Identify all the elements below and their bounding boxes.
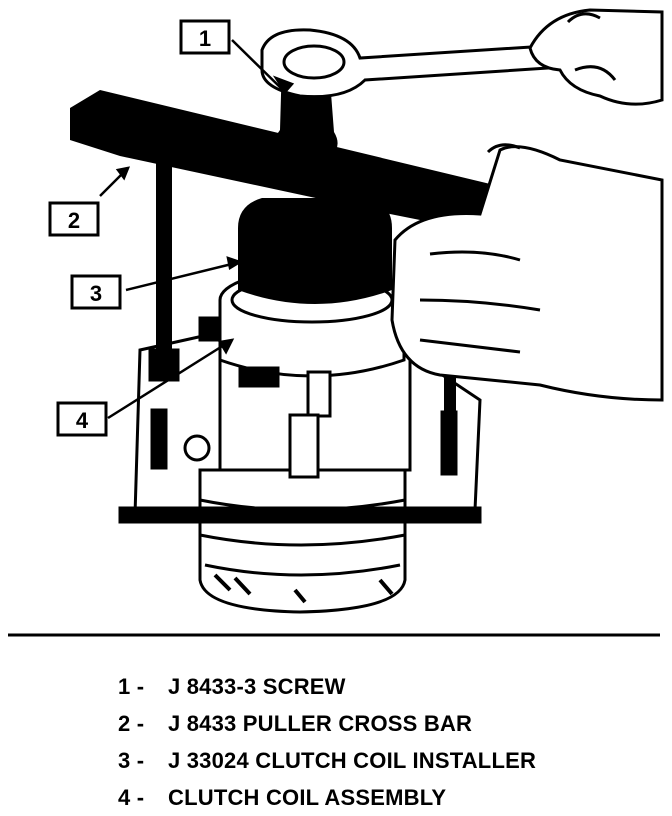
clutch-coil-installation-drawing: 1 2 3 4 [8,8,664,637]
legend-item-1-prefix: 1 - [118,674,145,699]
legend-item-3-text: J 33024 CLUTCH COIL INSTALLER [168,748,537,773]
legend-item-1: 1 - J 8433-3 SCREW [118,668,658,705]
callout-3: 3 [70,274,122,310]
callout-4-number: 4 [76,408,89,433]
callout-2-number: 2 [68,208,80,233]
puller-cross-bar [70,90,540,240]
legend-item-4-prefix: 4 - [118,785,145,810]
lower-hand [390,143,664,402]
legend-item-2-text: J 8433 PULLER CROSS BAR [168,711,473,736]
legend-item-4-text: CLUTCH COIL ASSEMBLY [168,785,447,810]
legend-item-2: 2 - J 8433 PULLER CROSS BAR [118,705,658,742]
clutch-coil-installer [238,198,392,304]
upper-hand [528,8,664,106]
callout-4: 4 [56,401,108,437]
legend-item-2-prefix: 2 - [118,711,145,736]
legend-item-1-text: J 8433-3 SCREW [168,674,346,699]
callout-3-number: 3 [90,281,102,306]
legend: 1 - J 8433-3 SCREW 2 - J 8433 PULLER CROSS… [118,668,658,816]
legend-item-3-prefix: 3 - [118,748,145,773]
leader-lines [99,39,295,420]
legend-item-3: 3 - J 33024 CLUTCH COIL INSTALLER [118,742,658,779]
callout-2: 2 [48,201,100,237]
callout-1-number: 1 [199,26,211,51]
callout-1: 1 [179,19,231,55]
legend-item-4: 4 - CLUTCH COIL ASSEMBLY [118,779,658,816]
